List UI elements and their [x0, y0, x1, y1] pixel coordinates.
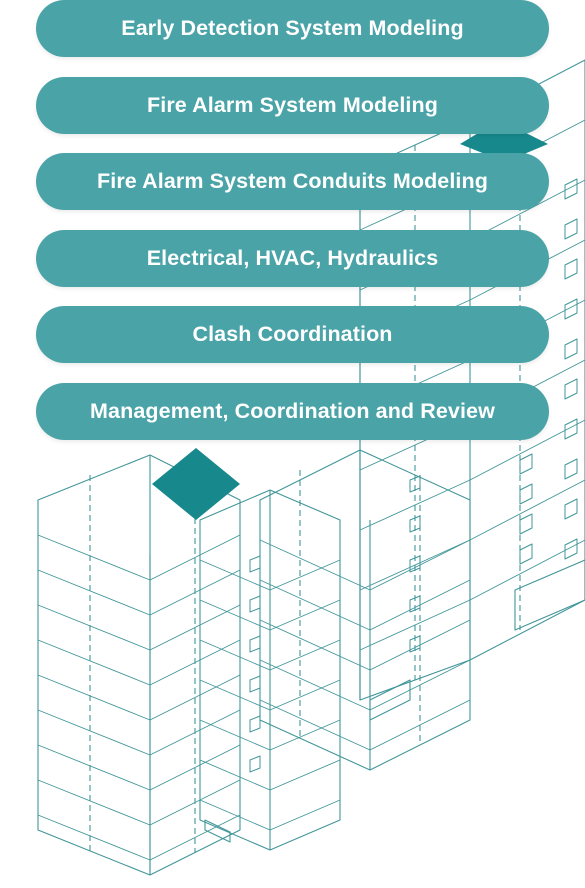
- service-pill-early-detection[interactable]: Early Detection System Modeling: [36, 0, 549, 57]
- service-pill-electrical-hvac-hydraulics[interactable]: Electrical, HVAC, Hydraulics: [36, 229, 549, 287]
- services-list: Early Detection System Modeling Fire Ala…: [36, 0, 549, 459]
- service-pill-fire-alarm-conduits[interactable]: Fire Alarm System Conduits Modeling: [36, 153, 549, 210]
- service-pill-fire-alarm-system[interactable]: Fire Alarm System Modeling: [36, 76, 549, 134]
- service-pill-clash-coordination[interactable]: Clash Coordination: [36, 306, 549, 363]
- service-pill-management-coordination-review[interactable]: Management, Coordination and Review: [36, 382, 549, 440]
